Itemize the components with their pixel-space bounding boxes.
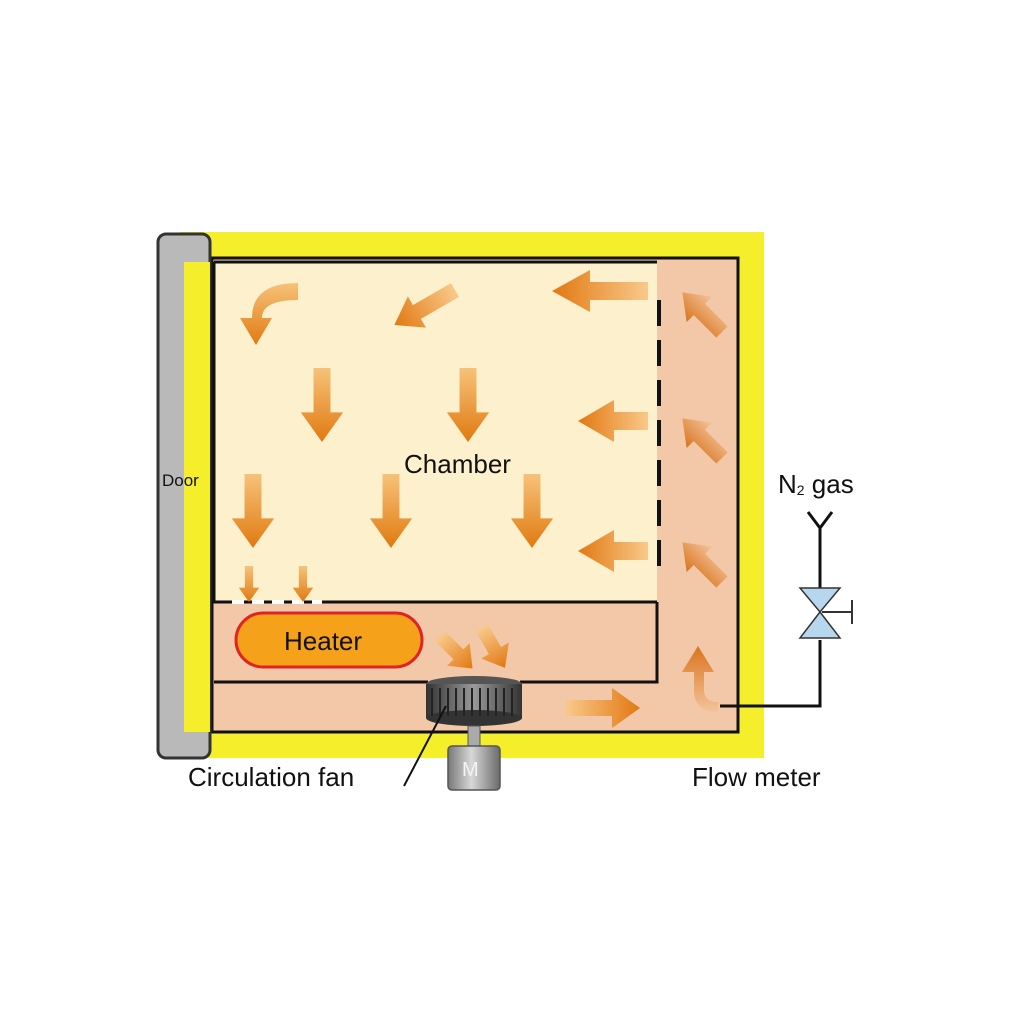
door-label: Door (162, 471, 199, 490)
motor: M (447, 745, 501, 791)
chamber (214, 260, 657, 602)
heater (234, 611, 424, 669)
flow-arrow-diagonal (394, 283, 459, 328)
duct-arrow-3 (682, 542, 728, 588)
duct-arrow-1 (682, 292, 728, 338)
chamber-outline (212, 260, 657, 604)
fan-leader-line (403, 705, 447, 787)
duct-arrow-corner (682, 646, 718, 712)
n2-gas-label: N2 gas (778, 469, 854, 499)
lower-duct-wall (214, 602, 659, 684)
valve-icon (798, 587, 853, 639)
flow-arrow-left-2 (578, 400, 648, 442)
flow-arrow-left-3 (578, 530, 648, 572)
fan-intake-arrow-2 (475, 624, 509, 668)
flow-meter-label: Flow meter (692, 762, 821, 792)
heater-label: Heater (284, 626, 362, 656)
fan-intake-arrow-1 (435, 631, 473, 669)
duct-arrow-right (566, 688, 640, 728)
door-seal (184, 262, 210, 732)
flow-arrow-left-1 (552, 270, 648, 312)
n2-gas-line (720, 511, 834, 708)
chamber-label: Chamber (404, 449, 511, 479)
circulation-fan (426, 676, 522, 726)
motor-label: M (462, 759, 479, 781)
circulation-fan-label: Circulation fan (188, 762, 354, 792)
flow-arrow-curve (240, 283, 298, 345)
duct-arrow-2 (682, 418, 728, 464)
fan-shaft (467, 725, 481, 749)
